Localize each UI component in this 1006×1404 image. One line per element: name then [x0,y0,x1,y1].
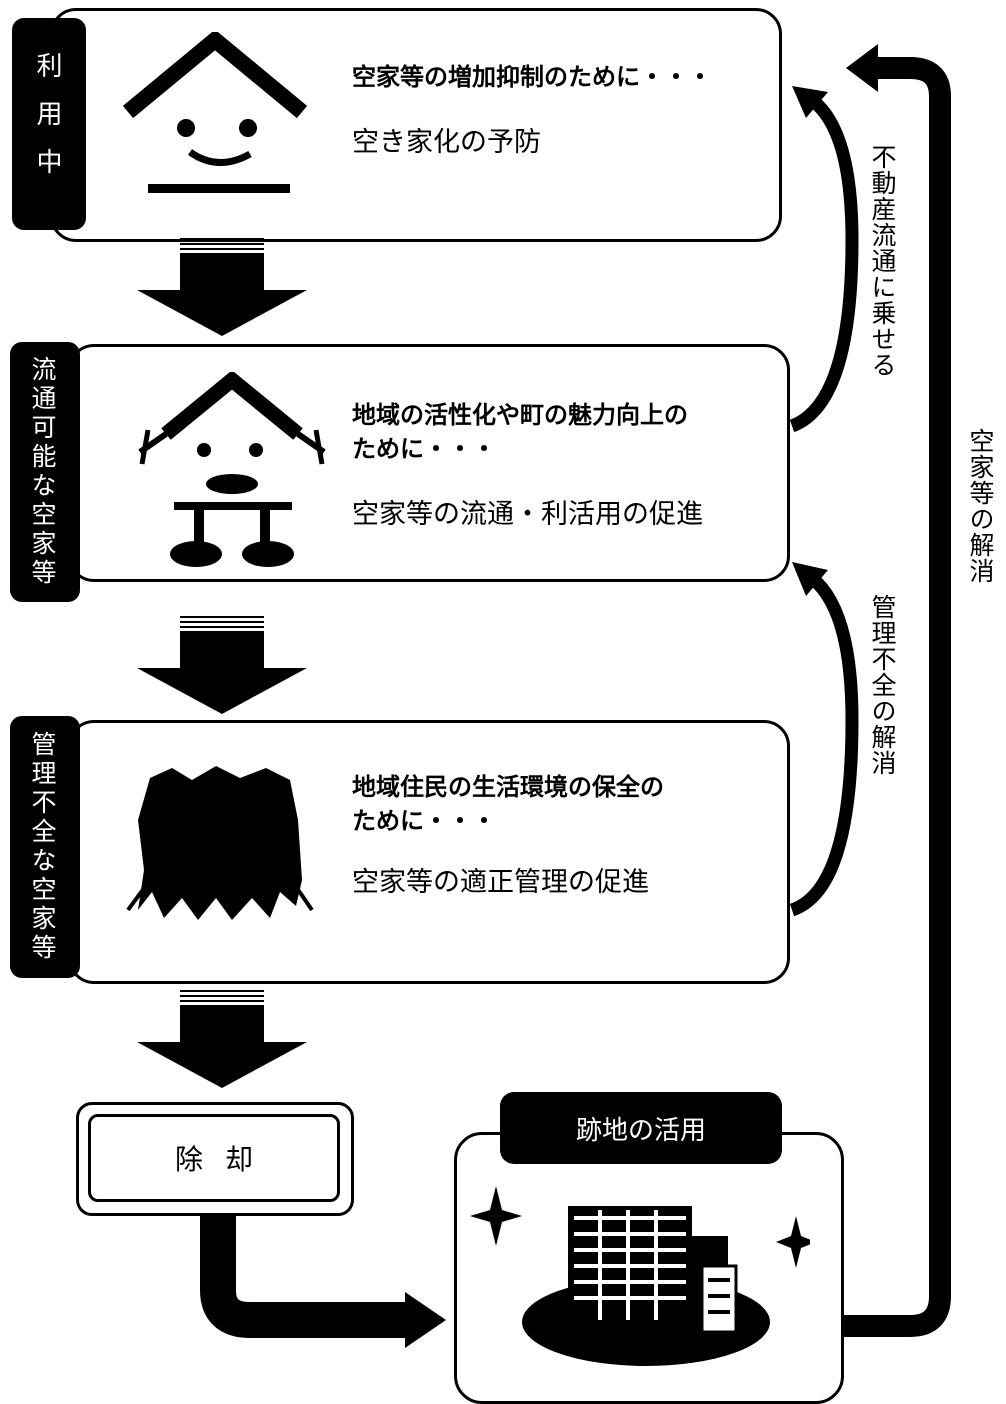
site-reuse-title: 跡地の活用 [575,1115,706,1146]
stage-neglected-tab: 管理不全な空家等 [10,716,80,978]
side-label-market: 不動産流通に乗せる [868,144,897,378]
management-arrowhead [792,562,828,596]
resolution-return-arrow [842,57,951,1337]
side-label-management: 管理不全の解消 [868,594,897,776]
market-arrowhead [792,86,828,118]
stage-neglected-heading-line2: ために・・・ [352,807,496,835]
happy-house-icon [122,32,308,193]
sparkle-icon-left [470,1186,522,1246]
stage-neglected-subtitle: 空家等の適正管理の促進 [352,867,649,898]
stage-marketable-tab: 流通可能な空家等 [10,342,80,602]
stage-marketable-label: 流通可能な空家等 [28,356,57,588]
stage-neglected-heading-line1: 地域住民の生活環境の保全の [352,773,664,801]
sparkle-icon-right [776,1216,810,1268]
down-arrow-1 [137,238,307,336]
apartment-building-icon [470,1186,810,1366]
resolution-arrowhead [846,44,878,92]
stage-in-use-subtitle: 空き家化の予防 [352,127,541,158]
stage-marketable-subtitle: 空家等の流通・利活用の促進 [352,499,703,530]
stage-marketable-heading-line2: ために・・・ [352,435,496,463]
down-arrow-3 [137,990,307,1088]
removal-inner-box: 除却 [88,1114,340,1202]
stage-in-use-heading: 空家等の増加抑制のために・・・ [352,63,712,91]
house-character-icon [138,372,326,567]
dilapidated-house-icon [126,766,314,920]
stage-in-use-box [50,8,782,242]
removal-to-reuse-arrow [200,1212,410,1338]
market-curve-arrow [789,94,859,433]
removal-box [76,1102,354,1216]
stage-marketable-heading-line1: 地域の活性化や町の魅力向上の [352,401,688,429]
side-label-resolution: 空家等の解消 [966,428,995,584]
stage-in-use-label: 利用中 [32,52,62,196]
removal-to-reuse-arrowhead [405,1292,446,1348]
removal-label: 除却 [174,1143,275,1176]
management-curve-arrow [789,572,859,917]
stage-in-use-tab: 利用中 [12,18,86,230]
stage-neglected-label: 管理不全な空家等 [28,731,57,963]
site-reuse-title-tab: 跡地の活用 [500,1092,782,1164]
down-arrow-2 [137,616,307,714]
